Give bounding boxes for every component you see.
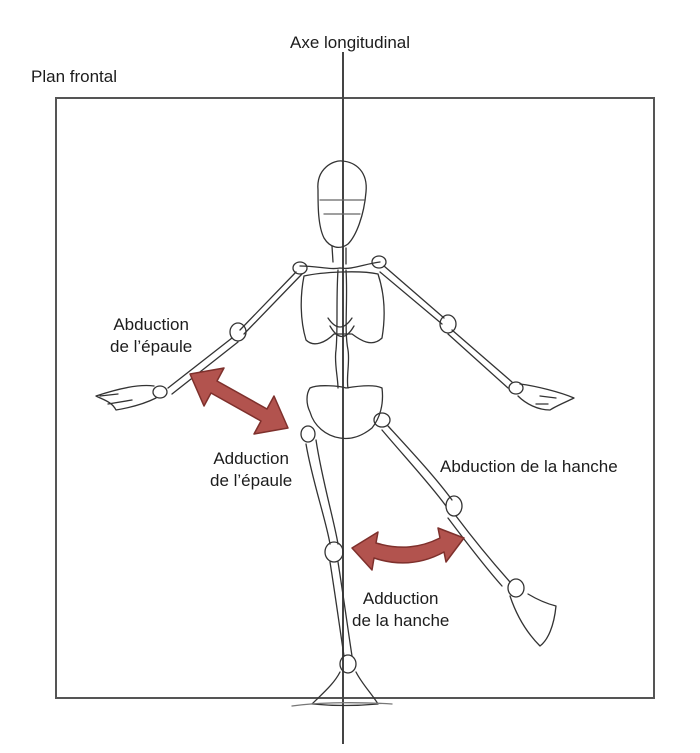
hip-adduction-label: Adduction de la hanche xyxy=(352,588,449,632)
plane-label: Plan frontal xyxy=(31,67,117,86)
right-hand xyxy=(517,383,575,411)
head xyxy=(317,160,367,249)
shoulder-adduction-line-2: de l’épaule xyxy=(210,471,293,490)
spine xyxy=(334,269,350,389)
right-leg xyxy=(381,425,453,507)
shoulder-abduction-line-2: de l’épaule xyxy=(110,337,193,356)
left-foot xyxy=(311,671,379,707)
frontal-plane-frame xyxy=(55,97,655,699)
left-leg xyxy=(305,439,339,545)
shoulder-adduction-label: Adduction de l’épaule xyxy=(210,448,292,492)
skeleton-figure xyxy=(95,160,575,707)
shoulder-abduction-label: Abduction de l’épaule xyxy=(110,314,192,358)
axis-label: Axe longitudinal xyxy=(290,33,411,52)
hip-adduction-line-1: Adduction xyxy=(362,589,439,608)
shoulder-abduction-line-1: Abduction xyxy=(113,315,189,334)
right-arm xyxy=(379,265,445,325)
hip-adduction-line-2: de la hanche xyxy=(352,611,450,630)
right-foot xyxy=(509,593,557,647)
pelvis xyxy=(306,385,384,440)
shoulder-girdle xyxy=(299,261,381,270)
left-hand xyxy=(95,384,157,411)
left-arm xyxy=(239,271,303,335)
ribcage xyxy=(300,271,385,345)
hip-motion-arrow xyxy=(351,527,465,571)
shoulder-motion-arrow xyxy=(189,367,289,435)
shoulder-adduction-line-1: Adduction xyxy=(213,449,289,468)
hip-abduction-label: Abduction de la hanche xyxy=(440,457,618,476)
